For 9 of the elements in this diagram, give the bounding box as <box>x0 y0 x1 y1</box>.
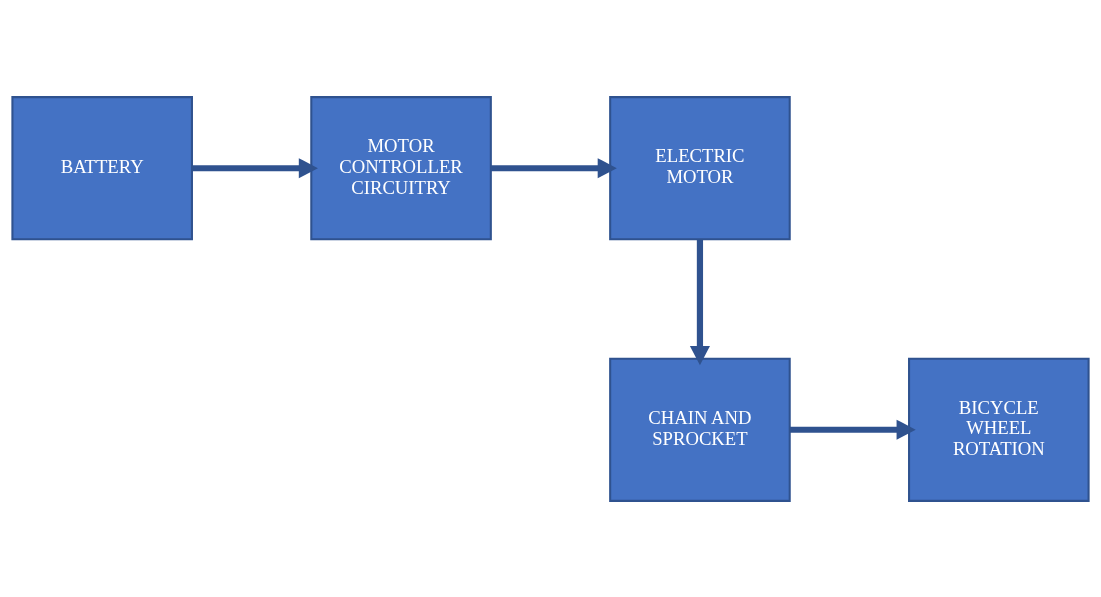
arrow <box>490 157 617 178</box>
node-box: BICYCLE WHEEL ROTATION <box>908 357 1090 502</box>
node-box: CHAIN AND SPROCKET <box>609 357 791 502</box>
node-box: BATTERY <box>11 95 193 240</box>
node-box: MOTOR CONTROLLER CIRCUITRY <box>310 95 492 240</box>
arrow <box>192 157 318 178</box>
arrow <box>789 419 916 440</box>
arrow <box>689 239 710 365</box>
node-box: ELECTRIC MOTOR <box>609 95 791 240</box>
